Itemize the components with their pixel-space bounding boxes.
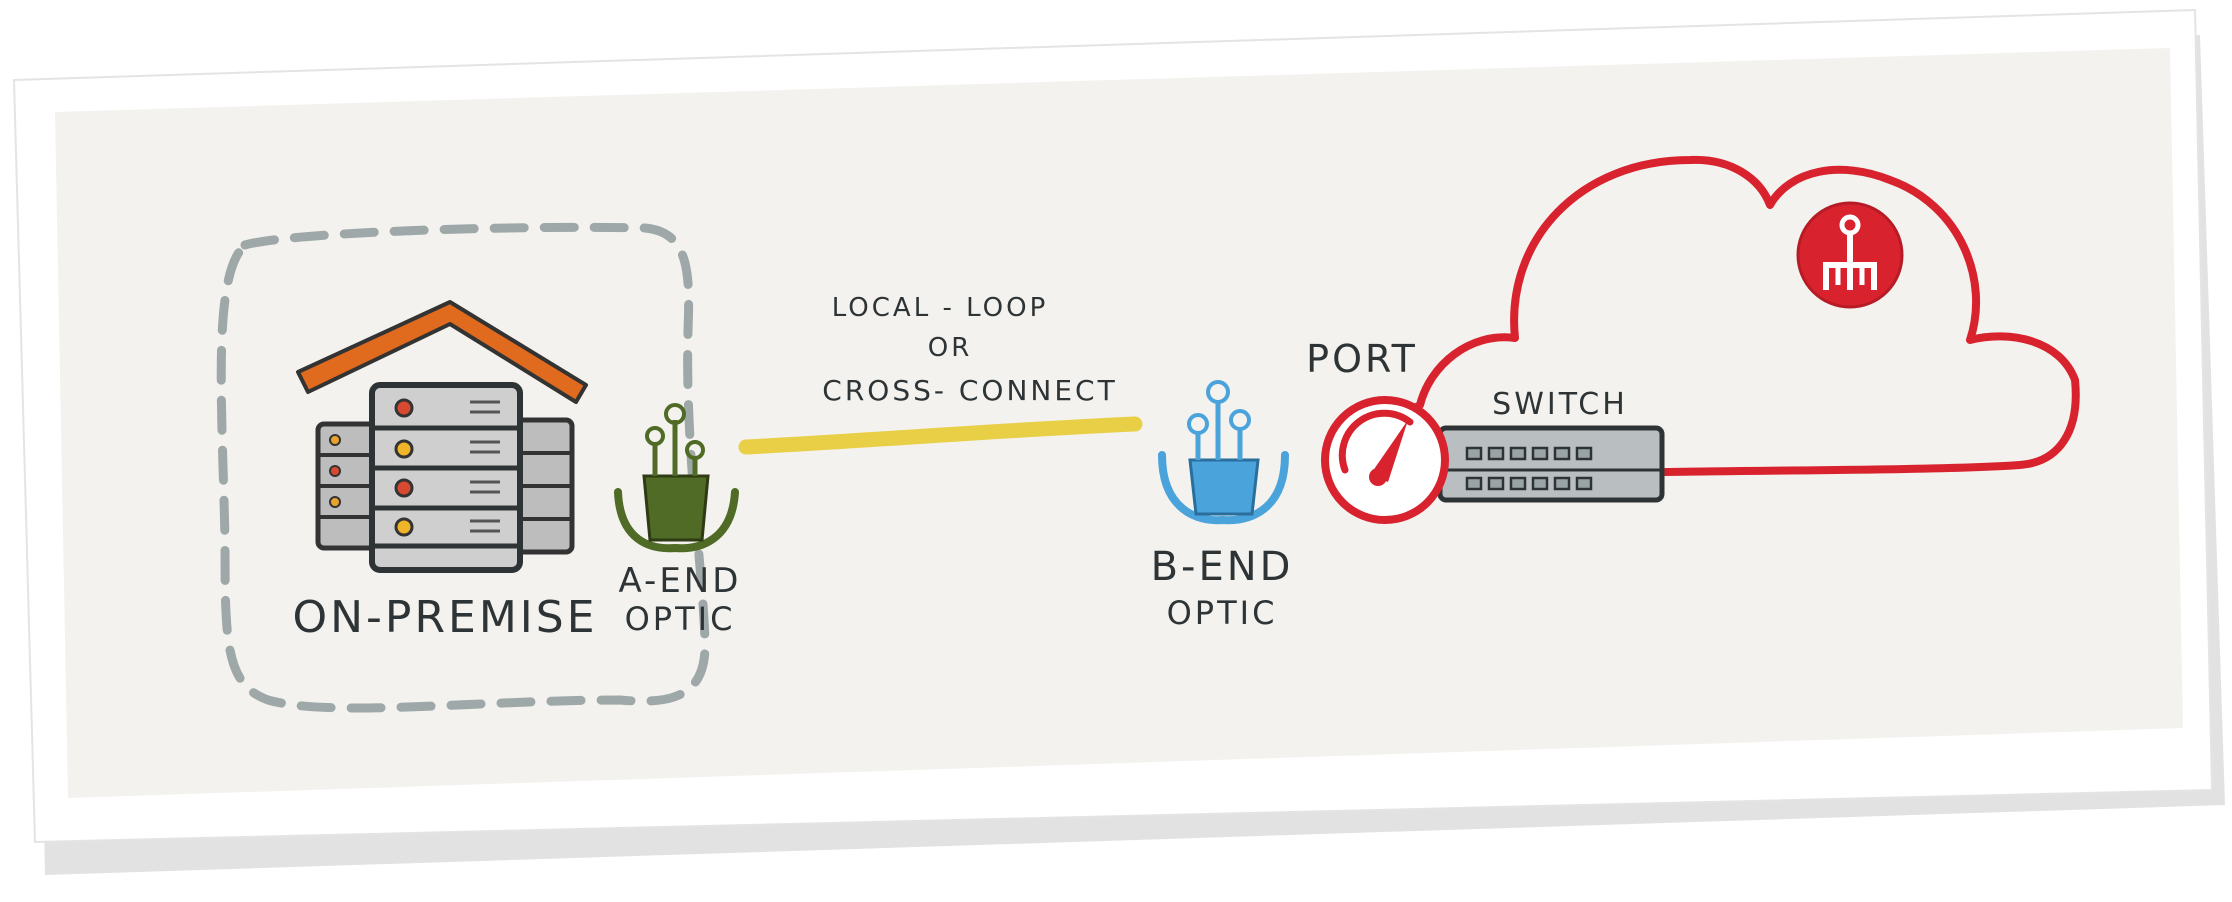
link-label-line2: OR <box>928 333 973 363</box>
cloud-icon <box>1369 155 2080 484</box>
switch-label: SWITCH <box>1492 387 1628 422</box>
b-end-label-line2: OPTIC <box>1167 594 1278 632</box>
on-premise-label: ON-PREMISE <box>293 592 598 643</box>
port-label: PORT <box>1306 337 1418 381</box>
house-roof-icon <box>296 300 588 404</box>
b-end-label-line1: B-END <box>1151 544 1294 590</box>
a-end-label-line1: A-END <box>619 561 742 601</box>
link-label-line1: LOCAL - LOOP <box>832 293 1049 323</box>
on-premise-boundary <box>216 222 710 713</box>
local-loop-link <box>738 416 1143 455</box>
network-switch-icon <box>1437 425 1665 503</box>
a-end-optic-icon <box>614 403 739 553</box>
server-rack-icon <box>315 382 575 573</box>
b-end-optic-icon <box>1158 380 1289 525</box>
a-end-label-line2: OPTIC <box>625 600 736 638</box>
speed-gauge-icon <box>1321 396 1449 524</box>
network-hierarchy-icon <box>1796 201 1904 309</box>
link-label-line3: CROSS- CONNECT <box>822 374 1117 407</box>
